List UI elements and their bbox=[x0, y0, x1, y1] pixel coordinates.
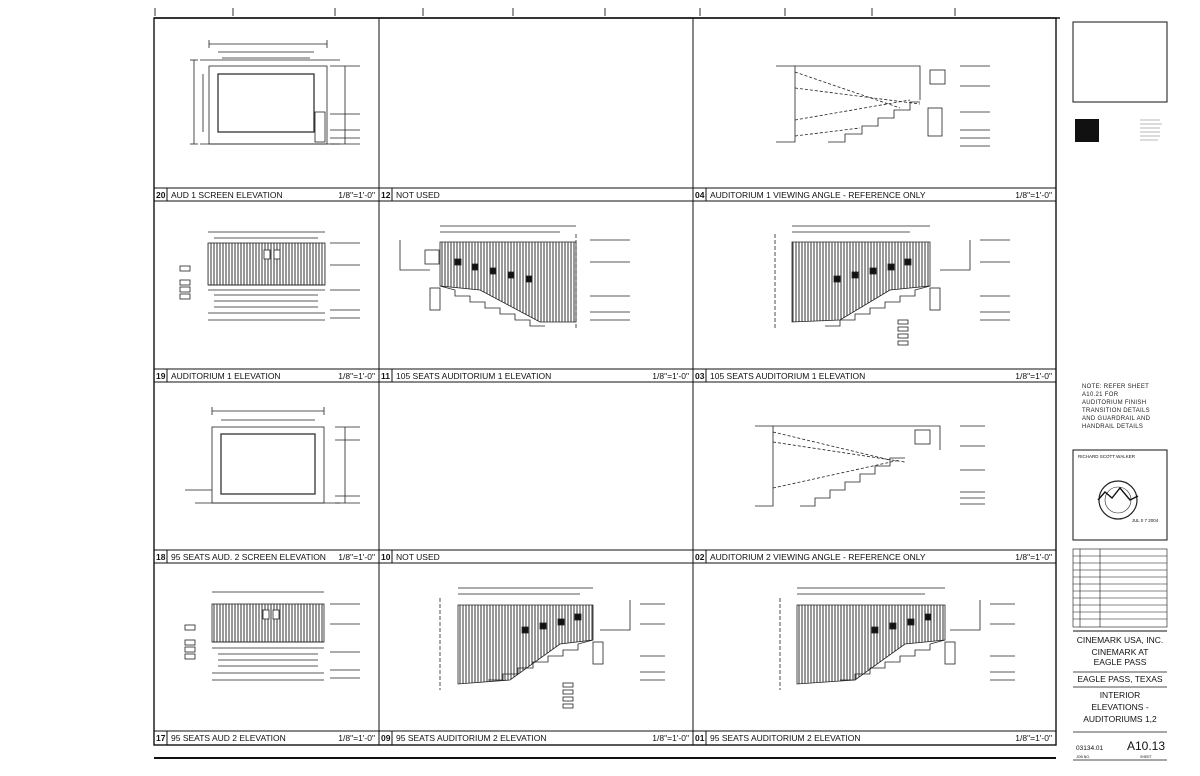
panel-scale: 1/8"=1'-0" bbox=[1015, 733, 1052, 743]
panel-scale: 1/8"=1'-0" bbox=[652, 733, 689, 743]
panel-scale: 1/8"=1'-0" bbox=[1015, 190, 1052, 200]
panel-number: 19 bbox=[156, 371, 166, 381]
viewing-angle-diagram-2 bbox=[755, 425, 985, 507]
panel-title: 105 SEATS AUDITORIUM 1 ELEVATION bbox=[710, 371, 865, 381]
signature-mark bbox=[1097, 486, 1139, 501]
architect-seal bbox=[1098, 480, 1138, 520]
project-location: EAGLE PASS, TEXAS bbox=[1077, 674, 1163, 684]
panel-scale: 1/8"=1'-0" bbox=[1015, 371, 1052, 381]
panel-scale: 1/8"=1'-0" bbox=[652, 371, 689, 381]
panel-title: AUDITORIUM 2 VIEWING ANGLE - REFERENCE O… bbox=[710, 552, 926, 562]
note-line: AND GUARDRAIL AND bbox=[1082, 416, 1151, 422]
panel-title: 95 SEATS AUDITORIUM 2 ELEVATION bbox=[710, 733, 861, 743]
panel-number: 09 bbox=[381, 733, 391, 743]
panel-grid bbox=[154, 18, 1056, 745]
seal-date: JUL 0 7 2004 bbox=[1132, 518, 1159, 523]
panel-number: 01 bbox=[695, 733, 705, 743]
panel-number: 17 bbox=[156, 733, 166, 743]
note-line: NOTE: REFER SHEET bbox=[1082, 384, 1149, 390]
auditorium-1-section-drawing-b bbox=[774, 225, 1010, 346]
firm-logo-box bbox=[1075, 119, 1099, 142]
seal-box bbox=[1072, 449, 1168, 541]
project-name-line2: EAGLE PASS bbox=[1094, 657, 1147, 667]
panel-title: NOT USED bbox=[396, 190, 440, 200]
panel-scale: 1/8"=1'-0" bbox=[338, 190, 375, 200]
sheet-number: A10.13 bbox=[1127, 739, 1165, 753]
screen-elevation-drawing bbox=[190, 40, 360, 145]
panel-title: AUDITORIUM 1 VIEWING ANGLE - REFERENCE O… bbox=[710, 190, 926, 200]
note-line: TRANSITION DETAILS bbox=[1082, 408, 1150, 414]
panel-title: 95 SEATS AUD. 2 SCREEN ELEVATION bbox=[171, 552, 326, 562]
panel-title: NOT USED bbox=[396, 552, 440, 562]
job-number: 03134.01 bbox=[1076, 745, 1103, 752]
panel-scale: 1/8"=1'-0" bbox=[1015, 552, 1052, 562]
auditorium-1-elevation-drawing bbox=[179, 231, 360, 321]
screen-elevation-drawing-2 bbox=[185, 407, 360, 504]
panel-title: 95 SEATS AUD 2 ELEVATION bbox=[171, 733, 286, 743]
panel-labels: 20 AUD 1 SCREEN ELEVATION 1/8"=1'-0" 12 … bbox=[156, 190, 1052, 743]
panel-scale: 1/8"=1'-0" bbox=[338, 552, 375, 562]
sheet-title-line1: INTERIOR bbox=[1100, 690, 1141, 700]
sheet-title-line3: AUDITORIUMS 1,2 bbox=[1083, 714, 1157, 724]
panel-title: 105 SEATS AUDITORIUM 1 ELEVATION bbox=[396, 371, 551, 381]
firm-logo: BECK bbox=[1077, 129, 1097, 136]
job-number-label: JOB NO. bbox=[1076, 755, 1090, 759]
panel-number: 04 bbox=[695, 190, 705, 200]
note-line: HANDRAIL DETAILS bbox=[1082, 424, 1143, 430]
note-line: AUDITORIUM FINISH bbox=[1082, 400, 1146, 406]
title-block: BECK NOTE: REFER SHEET A10.21 FOR AUDITO… bbox=[1072, 21, 1168, 761]
note-line: A10.21 FOR bbox=[1082, 392, 1119, 398]
panel-number: 20 bbox=[156, 190, 166, 200]
auditorium-2-elevation-drawing bbox=[184, 591, 360, 681]
panel-title: AUD 1 SCREEN ELEVATION bbox=[171, 190, 283, 200]
viewing-angle-diagram-1 bbox=[776, 65, 990, 147]
panel-title: AUDITORIUM 1 ELEVATION bbox=[171, 371, 281, 381]
architect-name: RICHARD SCOTT WALKER bbox=[1078, 454, 1136, 459]
client-name: CINEMARK USA, INC. bbox=[1077, 635, 1163, 645]
firm-address-graphic bbox=[1140, 119, 1162, 141]
auditorium-2-section-drawing bbox=[439, 587, 665, 709]
panel-number: 18 bbox=[156, 552, 166, 562]
panel-scale: 1/8"=1'-0" bbox=[338, 371, 375, 381]
panel-title-strips bbox=[154, 187, 1056, 745]
auditorium-1-section-drawing bbox=[399, 225, 630, 330]
auditorium-2-section-drawing-b bbox=[779, 587, 1015, 690]
sheet-label: SHEET bbox=[1140, 755, 1153, 759]
title-block-top-box bbox=[1072, 21, 1168, 103]
panel-number: 12 bbox=[381, 190, 391, 200]
project-name-line1: CINEMARK AT bbox=[1092, 647, 1149, 657]
revision-table bbox=[1072, 548, 1168, 628]
panel-number: 10 bbox=[381, 552, 391, 562]
panel-number: 03 bbox=[695, 371, 705, 381]
sheet-title-line2: ELEVATIONS - bbox=[1091, 702, 1148, 712]
panel-number: 11 bbox=[381, 371, 390, 381]
panel-title: 95 SEATS AUDITORIUM 2 ELEVATION bbox=[396, 733, 547, 743]
panel-scale: 1/8"=1'-0" bbox=[338, 733, 375, 743]
panel-number: 02 bbox=[695, 552, 705, 562]
registration-ticks bbox=[154, 8, 956, 16]
